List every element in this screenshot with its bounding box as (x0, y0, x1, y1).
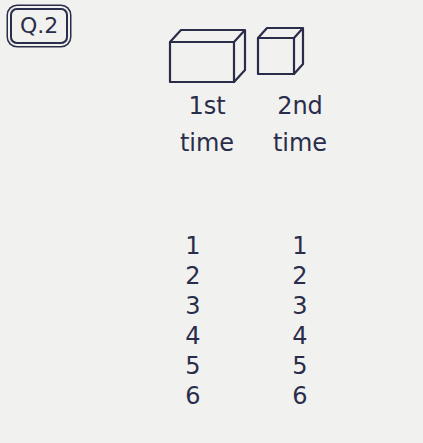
question-box: Q.2 (10, 8, 68, 44)
cube-front (170, 42, 234, 82)
row-number: 3 (292, 288, 307, 325)
row-number: 3 (185, 288, 200, 325)
question-number: Q.2 (20, 13, 58, 39)
cube-back-edges (258, 28, 303, 74)
row-number: 6 (185, 378, 200, 415)
row-number: 1 (185, 228, 200, 265)
row-number: 5 (185, 348, 200, 385)
column-heading: 2nd time (261, 88, 339, 162)
row-number: 4 (292, 318, 307, 355)
cube-back-edges (170, 30, 245, 82)
cube-front (258, 38, 294, 74)
row-number: 5 (292, 348, 307, 385)
row-number: 4 (185, 318, 200, 355)
row-number: 1 (292, 228, 307, 265)
column-heading: 1st time (168, 88, 246, 162)
row-number: 6 (292, 378, 307, 415)
row-number: 2 (185, 258, 200, 295)
row-number: 2 (292, 258, 307, 295)
